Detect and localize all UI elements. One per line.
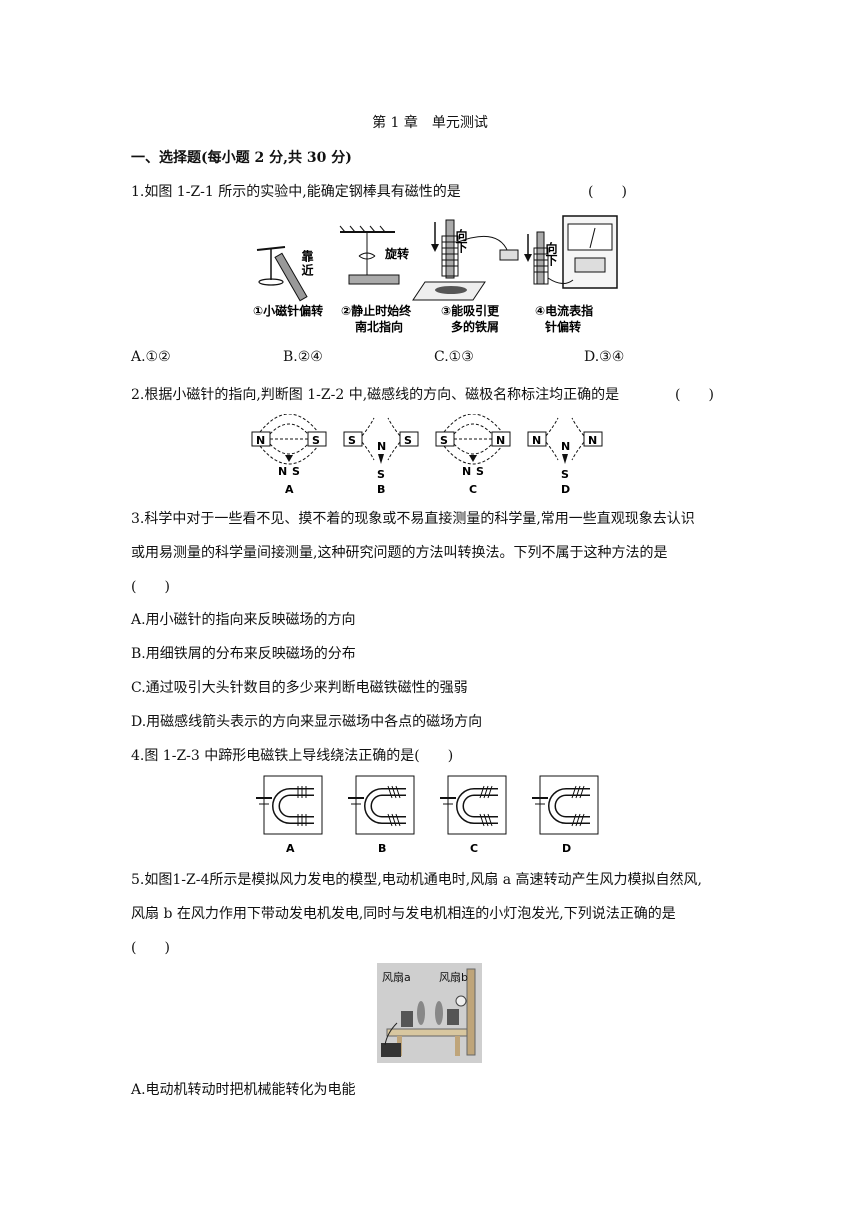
coil-ammeter-diagram [524,215,618,289]
pole-d-needle-bottom: S [561,468,569,481]
electromagnet-diagram-b: B [348,775,415,855]
question-3-answer-bracket: ( ) [131,579,170,595]
figure-3-letter-b: B [378,842,386,855]
figure-3-letter-a: A [286,842,295,855]
pole-b-right: S [404,434,412,447]
figure-1-z-1: 靠近 旋转 向下 向下 [253,215,618,334]
wind-generator-photo: 风扇a 风扇b [377,963,482,1063]
label-xiangxia-2: 向下 [544,241,558,267]
pole-a-right: S [312,434,320,447]
question-5-answer-bracket: ( ) [131,940,170,956]
question-5-line-1: 5.如图1-Z-4所示是模拟风力发电的模型,电动机通电时,风扇 a 高速转动产生… [131,872,702,888]
q1-option-b: B.②④ [283,349,323,365]
q3-option-a: A.用小磁针的指向来反映磁场的方向 [131,612,356,628]
caption-3-line-2: 多的铁屑 [451,319,499,334]
photo-label-fan-a: 风扇a [382,971,411,984]
question-2-text: 2.根据小磁针的指向,判断图 1-Z-2 中,磁感线的方向、磁极名称标注均正确的… [131,387,620,403]
photo-label-fan-b: 风扇b [439,971,468,984]
caption-4-line-1: ④电流表指 [535,303,593,318]
q3-option-d: D.用磁感线箭头表示的方向来显示磁场中各点的磁场方向 [131,714,483,730]
question-2-answer-bracket: ( ) [675,387,714,403]
figure-1-z-2: N S N S A S S N S B [251,414,603,496]
pole-b-needle-top: N [377,440,386,453]
label-xiangxia-1: 向下 [454,228,468,254]
label-xuanzhuan: 旋转 [384,246,409,261]
pole-c-needle-right: S [476,465,484,478]
section-heading: 一、选择题(每小题 2 分,共 30 分) [131,150,352,166]
q1-option-a: A.①② [131,349,171,365]
suspended-rod-diagram [339,225,400,285]
magnet-diagram-c: S N N S C [435,414,511,496]
pole-c-left: S [440,434,448,447]
question-3-line-2: 或用易测量的科学量间接测量,这种研究问题的方法叫转换法。下列不属于这种方法的是 [131,545,668,561]
pole-c-right: N [496,434,505,447]
compass-stand-diagram [256,246,308,302]
magnet-diagram-b: S S N S B [343,417,419,496]
coil-filings-diagram [412,219,519,301]
q5-option-a: A.电动机转动时把机械能转化为电能 [131,1082,356,1098]
question-1-text: 1.如图 1-Z-1 所示的实验中,能确定钢棒具有磁性的是 [131,184,461,200]
figure-2-letter-a: A [285,483,294,496]
figure-2-letter-b: B [377,483,385,496]
label-kaojin-1: 靠近 [300,249,314,278]
question-1-answer-bracket: ( ) [588,184,627,200]
figure-1-z-3: A B C D [256,775,599,855]
q1-option-d: D.③④ [584,349,625,365]
electromagnet-diagram-a: A [256,775,323,855]
pole-d-needle-top: N [561,440,570,453]
electromagnet-diagram-c: C [440,775,507,855]
pole-b-left: S [348,434,356,447]
caption-2-line-2: 南北指向 [355,319,403,334]
q3-option-b: B.用细铁屑的分布来反映磁场的分布 [131,646,356,662]
magnet-diagram-d: N N N S D [527,417,603,496]
figure-2-letter-c: C [469,483,477,496]
question-5-line-2: 风扇 b 在风力作用下带动发电机发电,同时与发电机相连的小灯泡发光,下列说法正确… [131,906,676,922]
pole-c-needle-left: N [462,465,471,478]
question-3-line-1: 3.科学中对于一些看不见、摸不着的现象或不易直接测量的科学量,常用一些直观现象去… [131,511,695,527]
pole-a-needle-left: N [278,465,287,478]
pole-d-left: N [532,434,541,447]
q3-option-c: C.通过吸引大头针数目的多少来判断电磁铁磁性的强弱 [131,680,468,696]
question-4-text: 4.图 1-Z-3 中蹄形电磁铁上导线绕法正确的是( ) [131,748,454,764]
page-title: 第 1 章 单元测试 [372,115,488,131]
pole-a-needle-right: S [292,465,300,478]
magnet-diagram-a: N S N S A [251,414,327,496]
pole-a-left: N [256,434,265,447]
caption-4-line-2: 针偏转 [545,319,581,334]
caption-3-line-1: ③能吸引更 [441,303,500,318]
caption-1-line-1: ①小磁针偏转 [253,303,323,318]
electromagnet-diagram-d: D [532,775,599,855]
figure-2-letter-d: D [561,483,570,496]
figure-3-letter-c: C [470,842,478,855]
figure-3-letter-d: D [562,842,571,855]
q1-option-c: C.①③ [434,349,474,365]
caption-2-line-1: ②静止时始终 [341,303,412,318]
pole-d-right: N [588,434,597,447]
pole-b-needle-bottom: S [377,468,385,481]
